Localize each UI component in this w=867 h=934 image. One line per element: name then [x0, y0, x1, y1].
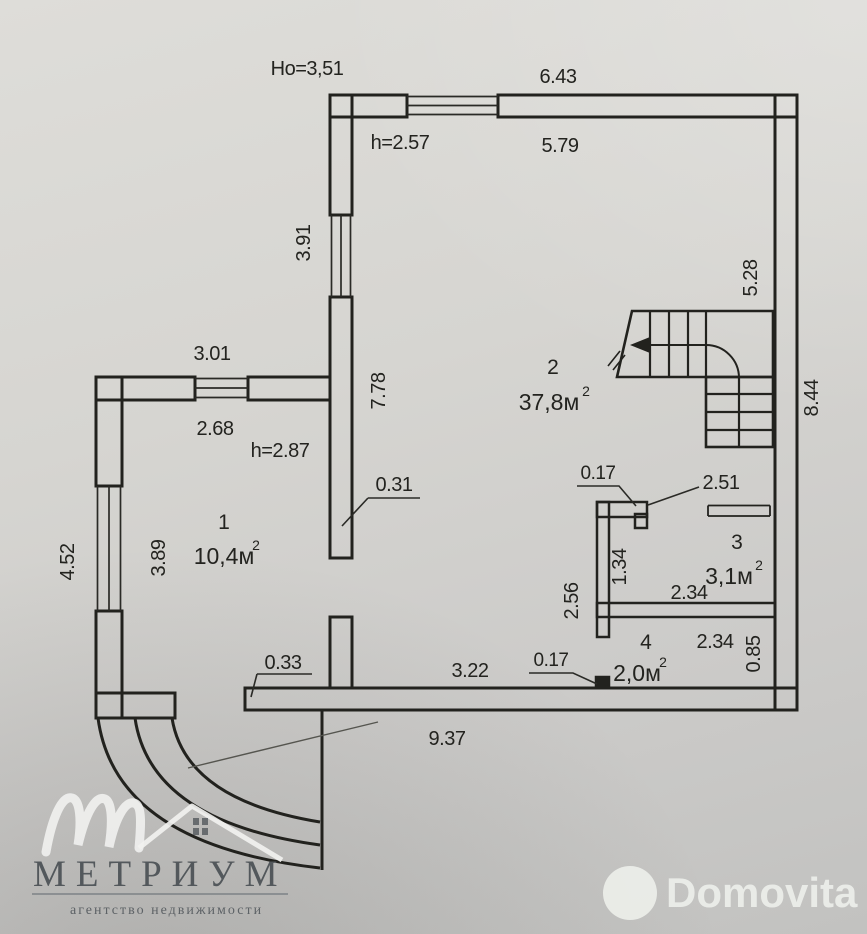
- window-room1-left: [96, 486, 122, 611]
- room-labels: 1 10,4м 2 2 37,8м 2 3 3,1м 2 4 2,0м 2: [194, 356, 763, 686]
- label-room1-left-inner: 3.89: [148, 539, 170, 576]
- leader-0-17-bottom: [529, 672, 598, 685]
- porch-step-middle: [133, 717, 321, 847]
- metrium-swoosh-m: [41, 793, 146, 857]
- metrium-title: МЕТРИУМ: [33, 854, 288, 895]
- label-bottom-outer: 9.37: [429, 728, 466, 750]
- porch-curved-steps: [96, 710, 324, 870]
- window-top: [407, 95, 498, 116]
- room4-area-sup: 2: [659, 654, 667, 670]
- porch-step-outer: [96, 717, 321, 870]
- leader-2-51: [647, 486, 700, 506]
- room3-area-sup: 2: [755, 557, 763, 573]
- wall-right: [773, 93, 799, 712]
- label-overall-height: Hо=3,51: [271, 58, 344, 80]
- label-room2-length: 7.78: [368, 372, 390, 409]
- window-room2-left: [330, 215, 352, 297]
- exterior-walls: [94, 93, 799, 720]
- dimension-labels: Hо=3,51 6.43 h=2.57 5.79 3.91 5.28 8.44 …: [57, 58, 823, 750]
- label-right-outer: 8.44: [801, 379, 823, 416]
- metrium-roof-window-icon: [193, 818, 208, 835]
- label-door-0-31: 0.31: [376, 474, 413, 496]
- room1-area-sup: 2: [252, 537, 260, 553]
- label-room4-width: 2.34: [697, 631, 734, 653]
- wall-top-left-piece: [328, 93, 409, 119]
- stair-direction-arrow: [607, 337, 740, 379]
- label-stair-clear: 5.28: [740, 259, 762, 296]
- stair-break-mark: [607, 350, 626, 371]
- label-room1-height: h=2.87: [251, 440, 310, 462]
- leader-0-33: [250, 673, 312, 698]
- room3-area: 3,1м: [705, 563, 753, 589]
- label-0-33: 0.33: [265, 652, 302, 674]
- label-left-window: 3.91: [293, 224, 315, 261]
- metrium-logo: МЕТРИУМ агентство недвижимости: [32, 793, 288, 918]
- label-room3-width: 2.34: [671, 582, 708, 604]
- room1-number: 1: [218, 511, 230, 534]
- label-room3-depth: 1.34: [609, 548, 631, 585]
- room3-thin-partition: [707, 504, 771, 517]
- room2-number: 2: [547, 356, 559, 379]
- room2-area: 37,8м: [519, 389, 580, 415]
- room4-door-stub: [594, 675, 611, 690]
- pen-leader-line: [187, 721, 379, 769]
- room2-area-sup: 2: [582, 383, 590, 399]
- room3-door-jamb: [633, 512, 649, 530]
- leader-0-17-top: [577, 485, 637, 507]
- wall-left-lower: [328, 615, 354, 690]
- dimension-leaders: [250, 485, 700, 698]
- label-room1-top-inner: 2.68: [197, 418, 234, 440]
- label-room1-left: 4.52: [57, 543, 79, 580]
- label-2-51: 2.51: [703, 472, 740, 494]
- domovita-circle-icon: [603, 866, 657, 920]
- room1-left-wall-upper: [94, 375, 124, 488]
- room3-number: 3: [731, 531, 743, 554]
- window-room1-top: [195, 377, 248, 399]
- metrium-subtitle: агентство недвижимости: [70, 903, 263, 918]
- staircase: [607, 309, 775, 449]
- label-room1-top: 3.01: [194, 343, 231, 365]
- metrium-roof-icon: [137, 803, 284, 863]
- label-top-inner: 5.79: [542, 135, 579, 157]
- label-wall-0-17-top: 0.17: [581, 463, 616, 484]
- label-room2-height: h=2.57: [371, 132, 430, 154]
- wall-left-upper: [328, 93, 354, 217]
- partition-walls: [594, 500, 777, 690]
- room1-top-wall-left: [94, 375, 197, 402]
- room3-top-wall: [595, 500, 649, 519]
- label-bottom-inner: 3.22: [452, 660, 489, 682]
- porch-step-inner: [170, 717, 321, 824]
- label-wall-0-17-bottom: 0.17: [534, 650, 569, 671]
- room1-left-wall-lower: [94, 609, 124, 720]
- room3-bottom-wall: [595, 601, 777, 619]
- domovita-title: Domovita: [666, 869, 858, 916]
- domovita-watermark: Domovita: [603, 866, 858, 920]
- stair-treads-lower: [706, 377, 773, 447]
- label-hall-depth: 2.56: [561, 582, 583, 619]
- leader-0-31: [341, 497, 420, 527]
- room1-top-wall-right: [246, 375, 332, 402]
- room4-area: 2,0м: [613, 660, 661, 686]
- room1-area: 10,4м: [194, 543, 255, 569]
- wall-bottom: [243, 686, 799, 712]
- wall-top-right-piece: [496, 93, 799, 119]
- windows: [96, 95, 498, 611]
- label-top-outer: 6.43: [540, 66, 577, 88]
- arrow-head: [630, 337, 650, 353]
- label-room4-depth: 0.85: [743, 635, 765, 672]
- room1-bottom-wall: [94, 691, 177, 720]
- room4-number: 4: [640, 631, 652, 654]
